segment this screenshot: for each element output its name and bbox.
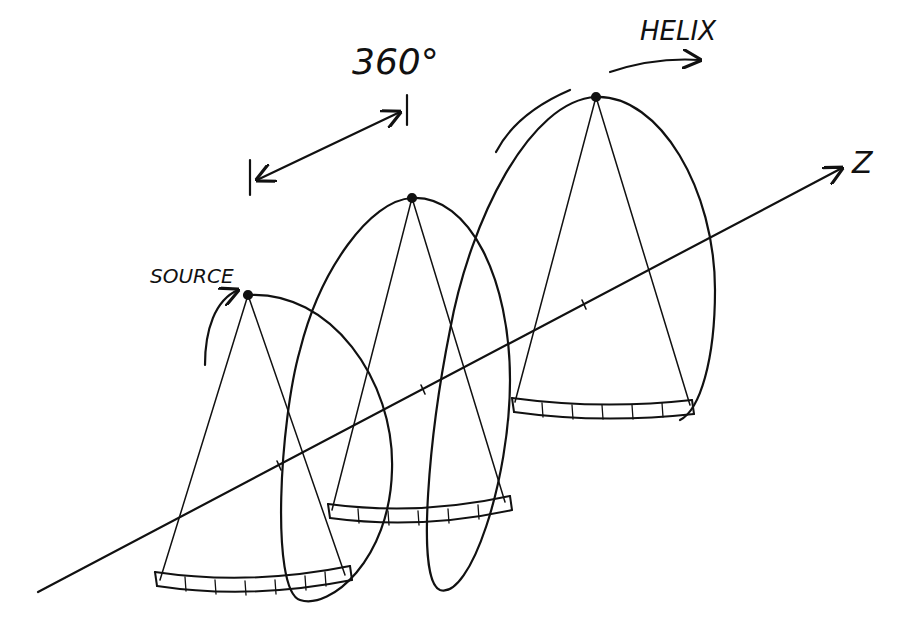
helix-label: HELIX [640,18,716,44]
axis-tick [421,385,425,394]
detector-cell [185,403,663,595]
dimension-line [257,112,400,180]
rotation-arrow [205,290,238,365]
rotation-arrow [610,60,700,73]
source-label: SOURCE [150,266,234,286]
dimension-tick [249,160,251,195]
rotation-arrow [496,90,570,152]
x-ray-fan [160,97,690,580]
axis-label: Z [852,148,873,178]
axis-tick [582,300,586,309]
axis-tick [277,461,281,470]
dimension-tick [406,95,408,125]
dimension-label: 360° [352,44,439,80]
helix-path [248,97,715,601]
detector-arc [155,398,694,592]
